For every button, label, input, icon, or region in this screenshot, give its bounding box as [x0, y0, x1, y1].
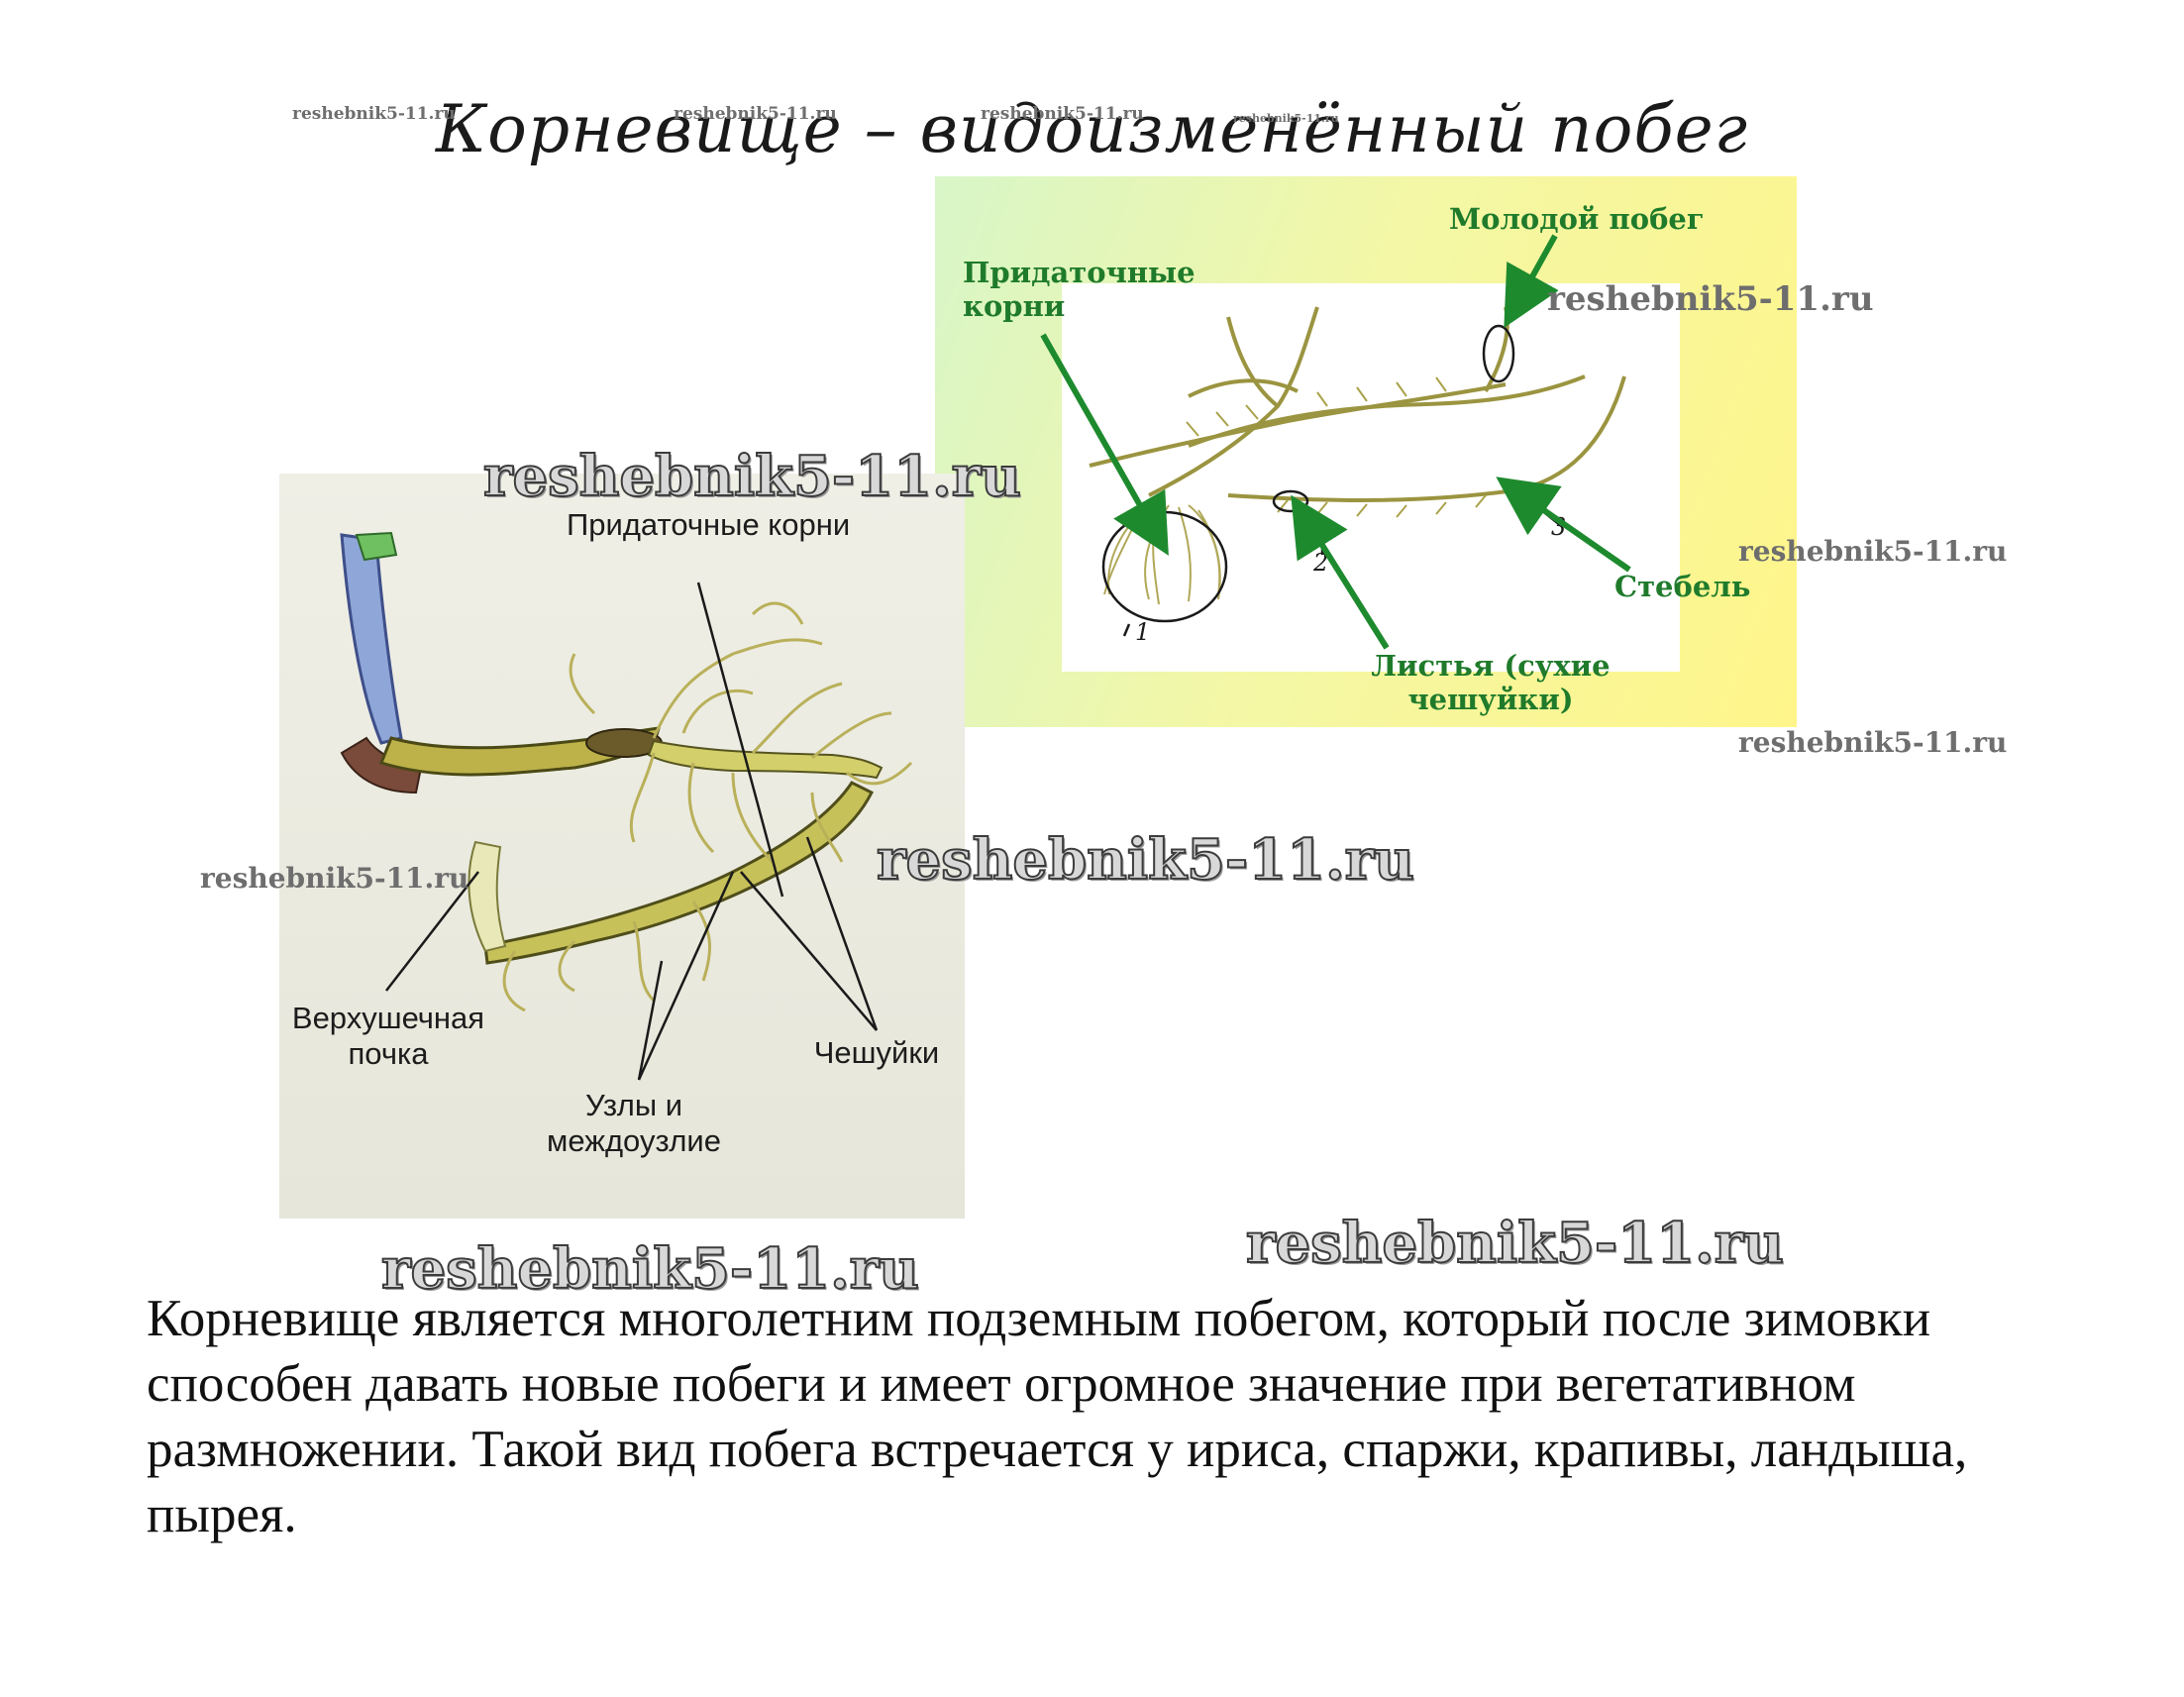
watermark: reshebnik5-11.ru — [292, 104, 456, 124]
label-nodes-internodes: Узлы и междоузлие — [547, 1088, 721, 1158]
watermark: reshebnik5-11.ru — [1233, 112, 1339, 125]
label-adventitious-roots-right: Придаточные корни — [963, 256, 1196, 323]
watermark: reshebnik5-11.ru — [1245, 1210, 1785, 1277]
label-young-shoot: Молодой побег — [1449, 202, 1705, 236]
description-paragraph: Корневище является многолетним подземным… — [147, 1290, 1968, 1543]
watermark: reshebnik5-11.ru — [674, 104, 837, 124]
number-label: 1 — [1135, 618, 1150, 646]
watermark: reshebnik5-11.ru — [1738, 726, 2008, 759]
page-title: Корневище – видоизменённый побег — [436, 91, 1749, 167]
label-scales: Чешуйки — [813, 1035, 940, 1070]
watermark: reshebnik5-11.ru — [482, 443, 1022, 510]
right-rhizome-drawing — [1089, 306, 1626, 605]
left-rhizome-drawing — [340, 531, 913, 1081]
watermark: reshebnik5-11.ru — [1738, 535, 2008, 568]
right-diagram-canvas — [1062, 283, 1680, 672]
watermark: reshebnik5-11.ru — [380, 1235, 920, 1303]
watermark: reshebnik5-11.ru — [1547, 279, 1874, 319]
label-apical-bud: Верхушечная почка — [291, 1001, 485, 1071]
label-stem: Стебель — [1614, 570, 1751, 603]
label-adventitious-roots-left: Придаточные корни — [567, 507, 851, 542]
left-diagram-panel — [279, 474, 965, 1219]
label-leaves-scales: Листья (сухие чешуйки) — [1371, 649, 1611, 716]
watermark: reshebnik5-11.ru — [876, 826, 1415, 894]
watermark: reshebnik5-11.ru — [200, 862, 469, 895]
watermark: reshebnik5-11.ru — [981, 104, 1144, 124]
